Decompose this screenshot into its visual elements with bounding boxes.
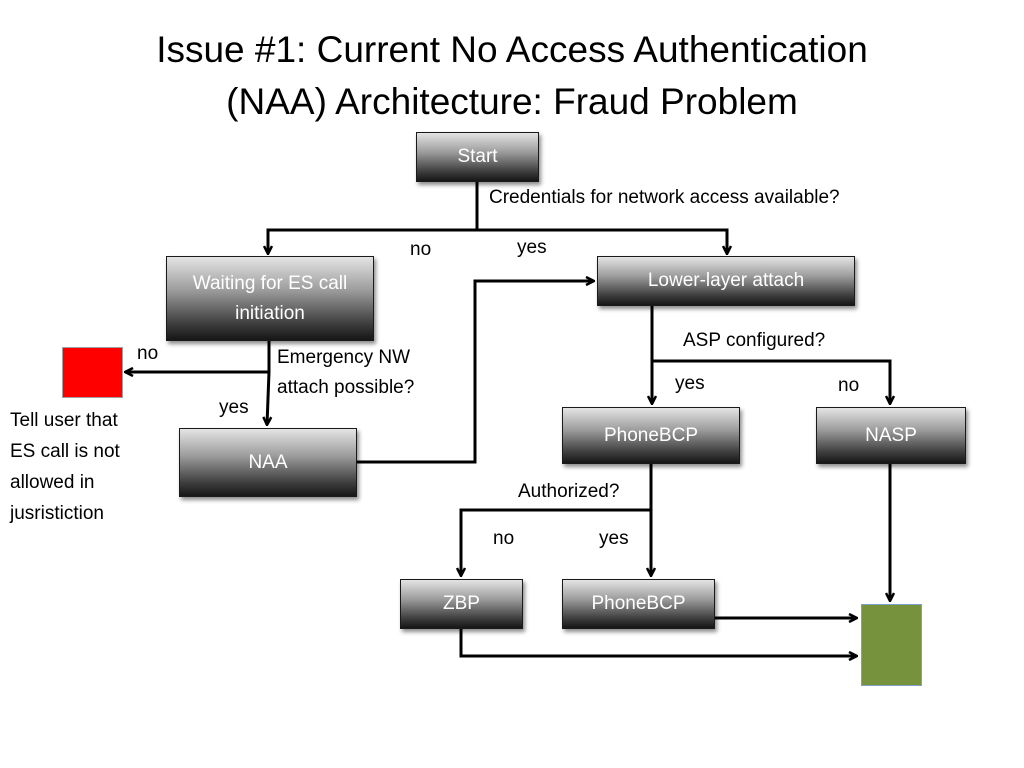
- phonebcp-box-2: PhoneBCP: [562, 579, 715, 629]
- connector-to-naa: [267, 371, 269, 425]
- label-no-authorized: no: [493, 528, 515, 549]
- nasp-box: NASP: [816, 407, 966, 464]
- tell-user-line-3: allowed in: [10, 472, 95, 493]
- page-title: Issue #1: Current No Access Authenticati…: [0, 24, 1024, 128]
- tell-user-line-1: Tell user that: [10, 410, 118, 431]
- reject-terminal: [62, 347, 123, 398]
- title-line-2: (NAA) Architecture: Fraud Problem: [226, 81, 798, 122]
- label-no-asp: no: [838, 375, 860, 396]
- lower-layer-attach-box: Lower-layer attach: [597, 256, 855, 306]
- label-yes-asp: yes: [675, 373, 705, 394]
- credentials-question: Credentials for network access available…: [489, 187, 840, 208]
- success-terminal: [861, 604, 922, 686]
- label-yes-emergency: yes: [219, 397, 249, 418]
- emergency-question-line-2: attach possible?: [277, 377, 415, 398]
- label-no-credentials: no: [410, 239, 432, 260]
- tell-user-line-2: ES call is not: [10, 441, 120, 462]
- zbp-box: ZBP: [400, 579, 523, 629]
- connector-zbp-to-end: [459, 629, 857, 656]
- start-box: Start: [416, 132, 539, 182]
- label-yes-authorized: yes: [599, 528, 629, 549]
- title-line-1: Issue #1: Current No Access Authenticati…: [156, 29, 868, 70]
- connector-naa-to-attach: [357, 281, 594, 464]
- emergency-question-line-1: Emergency NW: [277, 347, 411, 368]
- asp-question: ASP configured?: [683, 330, 826, 351]
- label-yes-credentials: yes: [517, 237, 547, 258]
- naa-box: NAA: [179, 428, 357, 497]
- tell-user-line-4: jusristiction: [10, 503, 104, 524]
- authorized-question: Authorized?: [518, 481, 620, 502]
- label-no-emergency: no: [137, 343, 159, 364]
- connector-split-yes: [477, 228, 727, 254]
- phonebcp-box-1: PhoneBCP: [562, 407, 740, 464]
- connector-to-nasp: [652, 359, 890, 404]
- connector-split-no: [268, 228, 477, 254]
- connector-to-zbp: [461, 508, 651, 576]
- waiting-box: Waiting for ES call initiation: [166, 256, 374, 341]
